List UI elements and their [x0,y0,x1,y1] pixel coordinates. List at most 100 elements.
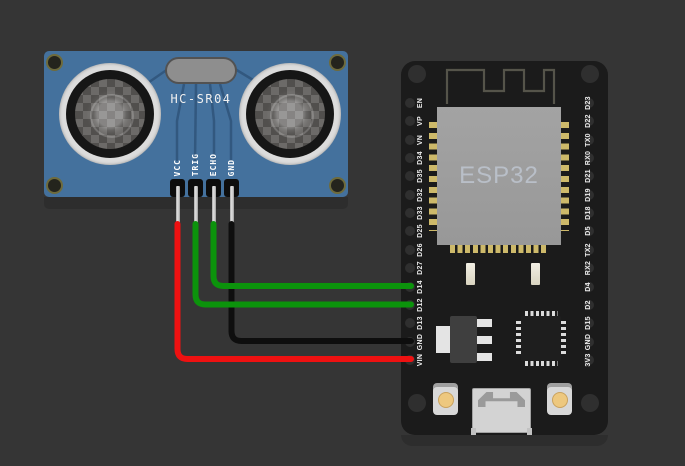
mount-hole [408,394,426,412]
pin-label: D23 [585,96,592,110]
transducer-mesh [75,79,145,149]
transducer-mesh [255,79,325,149]
capacitor [531,263,540,285]
pin-hole[interactable] [584,336,594,347]
screw-hole [46,54,63,71]
pin-hole[interactable] [405,189,415,200]
pin-hole[interactable] [584,116,594,127]
module-pins [450,245,549,253]
pin-hole[interactable] [584,98,594,108]
pin-label: D4 [585,281,592,292]
esp32-pin-row: D4 [401,281,608,292]
pin-hole[interactable] [584,226,594,237]
sensor-part-label: HC-SR04 [170,92,232,106]
esp32-pin-row: D33 [401,206,608,220]
pin-label: GND [585,333,592,350]
pin-hole[interactable] [405,208,415,219]
pin-label: D5 [585,226,592,237]
esp32-pin-row: D2 [401,299,608,310]
esp32-pin-row: D15 [401,316,608,331]
pin-hole[interactable] [405,98,415,108]
pin-label: D2 [585,300,592,310]
pin-hole[interactable] [584,153,594,164]
esp32-pin-row: RX2 [401,260,608,276]
pin-label: D22 [585,114,592,129]
pin-leg[interactable] [193,186,198,227]
esp32-pin-row: EN [401,98,608,109]
esp32-pin-row: D22 [401,114,608,129]
esp32-pin-row: D32 [401,188,608,202]
pin-leg[interactable] [175,186,180,227]
pin-label: D18 [585,206,592,220]
pin-hole[interactable] [405,153,415,164]
esp32-pin-row: D23 [401,96,608,110]
micro-usb-port [471,388,532,435]
pin-hole[interactable] [584,244,594,255]
pin-label: RX2 [585,260,592,276]
pin-hole[interactable] [584,263,594,274]
screw-hole [329,54,346,71]
pin-hole[interactable] [405,134,415,145]
wire-gnd-to-gnd[interactable] [228,221,414,344]
pin-hole[interactable] [584,189,594,200]
esp32-shadow [401,435,608,446]
esp32-pin-row: D35 [401,170,608,183]
pin-hole[interactable] [584,281,594,292]
pin-label: D15 [585,316,592,331]
esp32-pin-row: 3V3 [401,353,608,367]
mount-hole [581,65,599,83]
esp32-pin-row: D19 [401,188,608,202]
module-pins [561,122,569,231]
esp32-pin-row: D5 [401,226,608,237]
esp32-pin-row: TX2 [401,242,608,257]
pin-hole[interactable] [584,318,594,329]
sensor-pin-label: VCC [173,158,182,176]
esp32-pin-row: VP [401,116,608,127]
esp32-pin-row: GND [401,333,608,350]
esp32-pin-row: D21 [401,169,608,184]
esp32-pin-row: D18 [401,206,608,220]
pin-label: D21 [585,169,592,184]
capacitor [466,263,475,285]
esp32-pin-row: VN [401,134,608,145]
ultrasonic-receiver [239,63,341,165]
pin-hole[interactable] [584,171,594,182]
pin-leg[interactable] [229,186,234,227]
pin-hole[interactable] [584,299,594,310]
pin-hole[interactable] [584,208,594,219]
usb-uart-chip [521,316,561,361]
pin-label: TX2 [585,242,592,257]
pin-hole[interactable] [584,134,594,145]
mount-hole [581,394,599,412]
crystal-oscillator [165,57,237,84]
screw-hole [329,177,346,194]
voltage-regulator-tab [436,326,450,353]
wire-echo-to-d14[interactable] [210,221,414,289]
pin-label: TX0 [585,132,592,147]
wire-trig-to-d12[interactable] [192,221,414,308]
mount-hole [408,65,426,83]
sensor-pin-label: GND [227,158,236,176]
module-pins [429,122,437,231]
pin-hole[interactable] [584,354,594,365]
esp32-devboard[interactable]: ESP32 EN VP VN [401,61,608,435]
usb-connector-detail [478,392,525,407]
pin-leg[interactable] [211,186,216,227]
hcsr04-sensor[interactable]: HC-SR04 VCC TRIG ECHO GND [44,51,348,197]
voltage-regulator [450,316,477,363]
pin-label: 3V3 [585,353,592,367]
esp32-pin-row: D34 [401,151,608,165]
ultrasonic-transmitter [59,63,161,165]
pin-hole[interactable] [405,116,415,127]
esp32-pin-row: RX0 [401,151,608,165]
screw-hole [46,177,63,194]
esp32-module: ESP32 [437,107,561,245]
wire-vcc-to-vin[interactable] [174,221,414,362]
sensor-pin-label: TRIG [191,152,200,176]
pin-hole[interactable] [405,171,415,182]
en-button[interactable] [547,385,572,415]
esp32-chip-label: ESP32 [459,162,539,189]
boot-button[interactable] [433,385,458,415]
sensor-pin-label: ECHO [209,152,218,176]
